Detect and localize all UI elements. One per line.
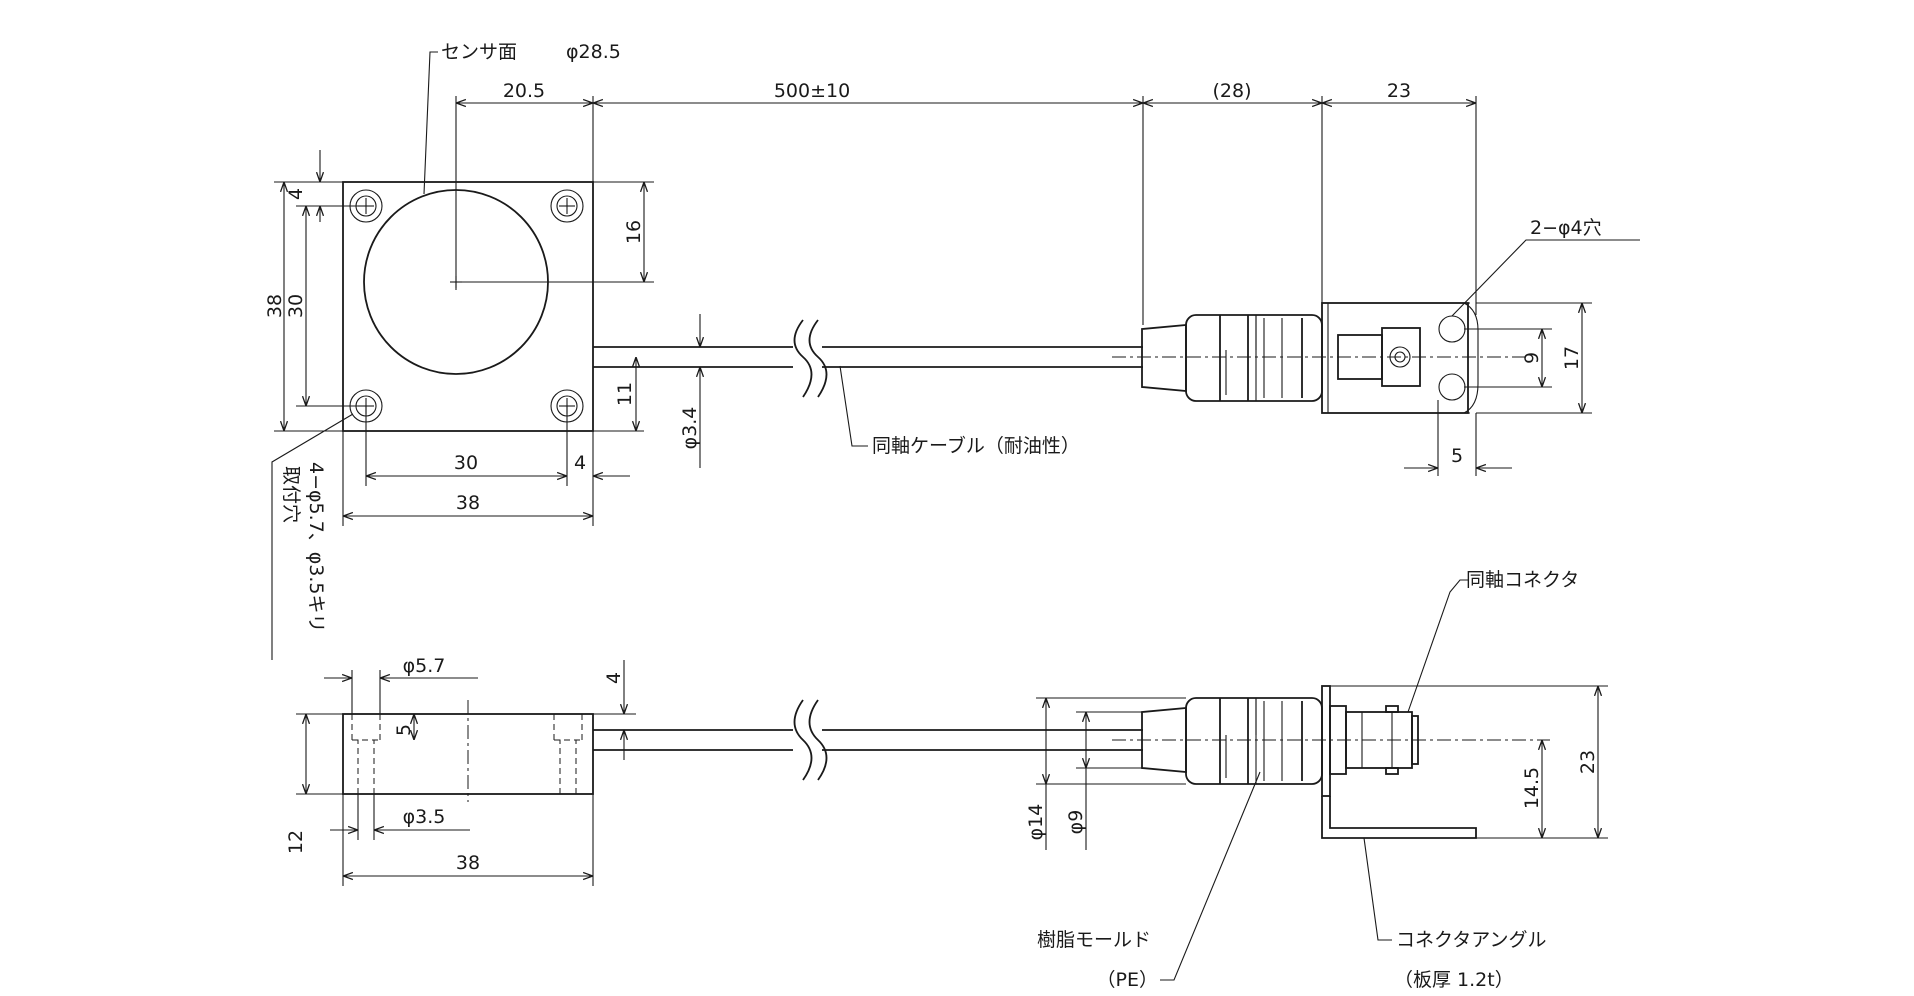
angle-thickness: （板厚 1.2t） (1394, 969, 1514, 991)
dim-14-5: 14.5 (1521, 767, 1543, 809)
dim-3-5-dia: φ3.5 (403, 806, 446, 828)
dim-5-side: 5 (393, 724, 415, 736)
dim-23-top: 23 (1387, 80, 1411, 102)
dim-4-side: 4 (603, 672, 625, 684)
dim-30-left: 30 (285, 294, 307, 318)
dim-16: 16 (623, 220, 645, 244)
dim-17: 17 (1561, 346, 1583, 370)
dim-38-bottom: 38 (456, 492, 480, 514)
mounting-hole (550, 189, 584, 223)
cable-label: 同軸ケーブル（耐油性） (872, 434, 1080, 457)
dim-38-side: 38 (456, 852, 480, 874)
dim-38-left: 38 (264, 294, 286, 318)
dim-20-5: 20.5 (503, 80, 545, 102)
dim-11: 11 (614, 382, 636, 406)
dim-30-bottom: 30 (454, 452, 478, 474)
connector-side-view (1141, 685, 1477, 839)
connector-label: 同軸コネクタ (1466, 569, 1579, 591)
dim-14-dia: φ14 (1025, 804, 1047, 841)
dim-9-top: 9 (1521, 352, 1543, 364)
dim-5-top: 5 (1451, 445, 1463, 467)
dim-4-bottom: 4 (574, 452, 586, 474)
mounting-holes-label: 取付穴 (280, 466, 302, 523)
coaxial-cable-top (593, 319, 1143, 398)
side-view: φ5.7 4 5 φ3.5 12 38 φ14 φ9 (285, 569, 1608, 991)
mounting-holes-spec: 4−φ5.7、φ3.5キリ (305, 462, 327, 633)
sensor-body-top (342, 181, 594, 432)
dim-12: 12 (285, 830, 307, 854)
sensor-face-diameter: φ28.5 (566, 41, 621, 63)
dim-9-dia: φ9 (1065, 810, 1087, 835)
top-view: 20.5 500±10 (28) 23 センサ面 φ28.5 4 38 30 1… (264, 41, 1640, 660)
dim-4-top: 4 (285, 188, 307, 200)
sensor-face-label: センサ面 (441, 41, 517, 63)
mold-label: 樹脂モールド (1037, 929, 1151, 951)
dim-23-side: 23 (1577, 750, 1599, 774)
dim-28: (28) (1212, 80, 1251, 102)
dim-500: 500±10 (774, 80, 850, 102)
dim-cable-diameter: φ3.4 (679, 407, 701, 450)
mold-material: （PE） (1097, 969, 1158, 991)
holes-label: 2−φ4穴 (1530, 217, 1602, 239)
angle-label: コネクタアングル (1396, 929, 1546, 951)
connector-top-view (1141, 302, 1479, 414)
coaxial-cable-side (593, 699, 1143, 781)
dim-5-7-dia: φ5.7 (403, 655, 446, 677)
